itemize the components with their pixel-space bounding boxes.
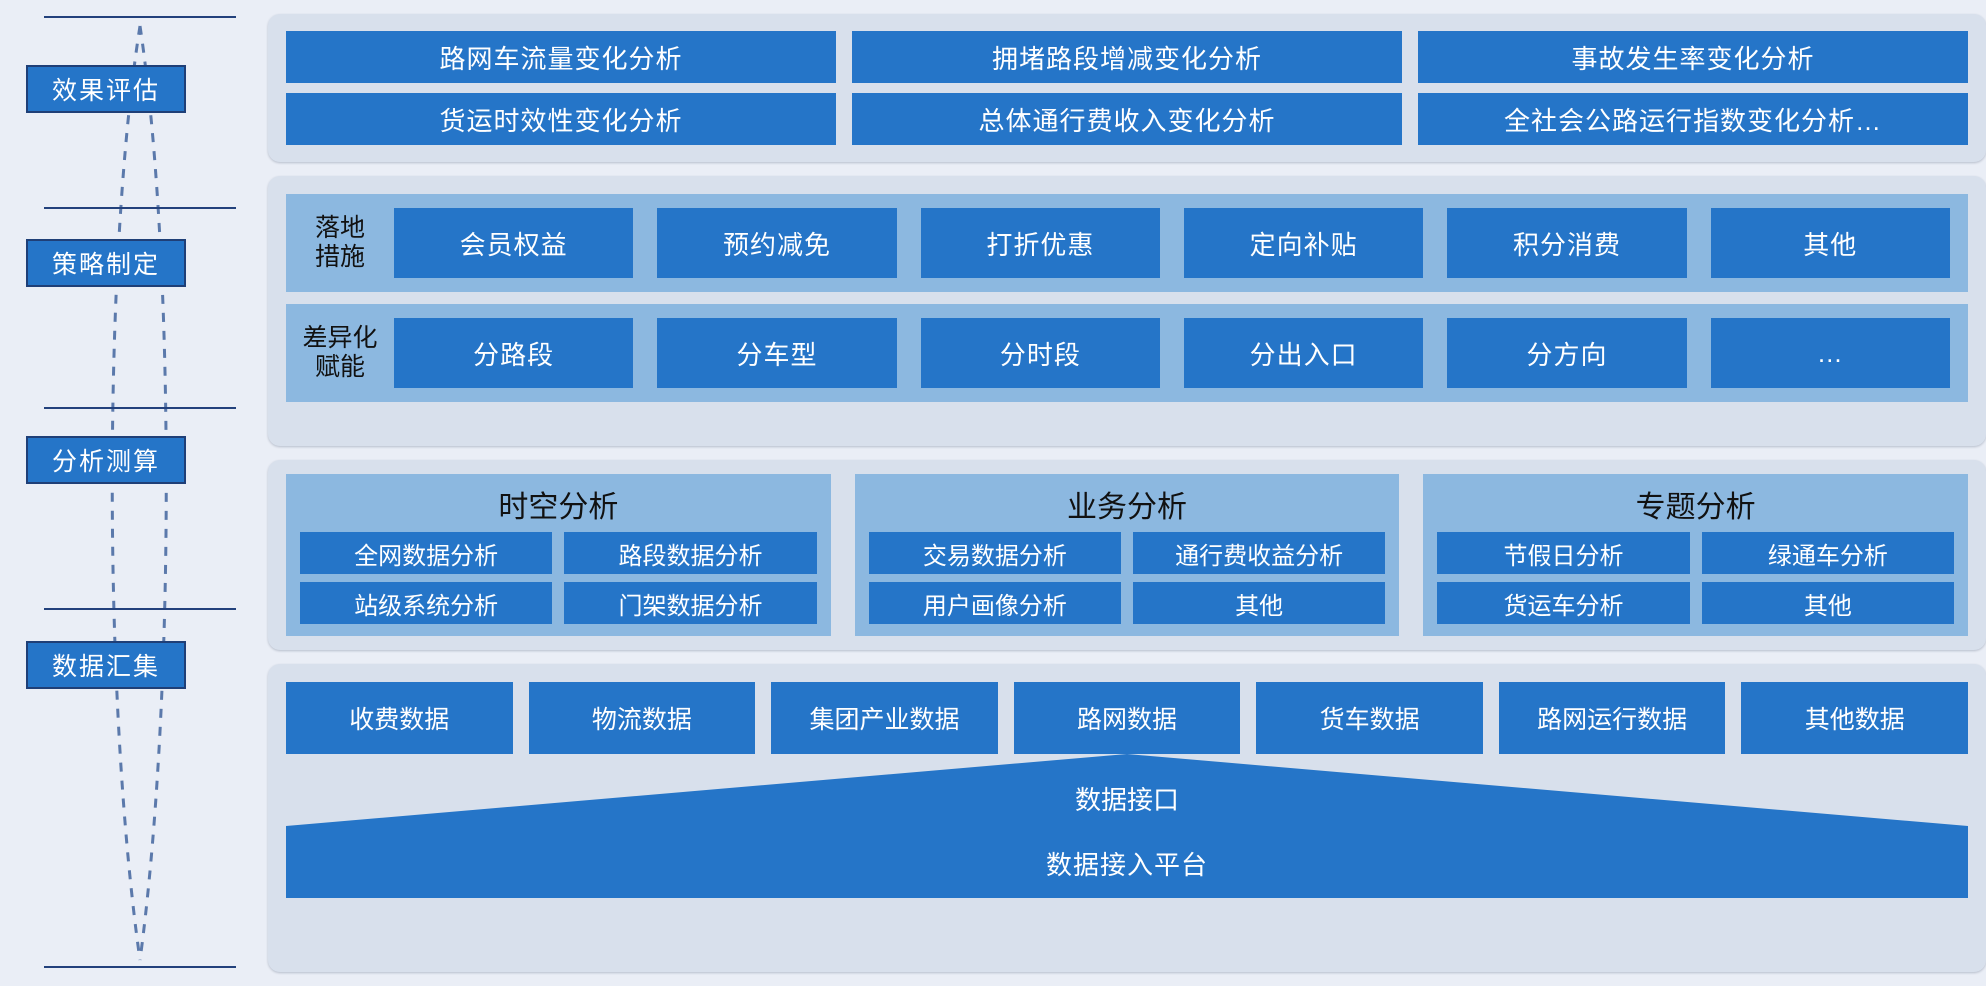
content-column: 路网车流量变化分析 拥堵路段增减变化分析 事故发生率变化分析 货运时效性变化分析… (268, 0, 1986, 986)
strategy-row-label: 差异化 赋能 (302, 324, 378, 381)
data-platform-bar[interactable]: 数据接入平台 (286, 828, 1968, 898)
strategy-item[interactable]: 分方向 (1447, 318, 1687, 388)
eval-item[interactable]: 总体通行费收入变化分析 (852, 93, 1402, 145)
rail-divider-0 (44, 16, 236, 18)
data-interface-label: 数据接口 (1074, 784, 1179, 815)
analysis-item[interactable]: 路段数据分析 (564, 532, 817, 574)
strategy-item[interactable]: 预约减免 (657, 208, 897, 278)
data-source-item[interactable]: 其他数据 (1741, 682, 1969, 754)
eval-item[interactable]: 事故发生率变化分析 (1418, 31, 1968, 83)
rail-divider-2 (44, 407, 236, 409)
strategy-item[interactable]: 其他 (1710, 208, 1950, 278)
stage-rail: 效果评估 策略制定 分析测算 数据汇集 (0, 0, 250, 986)
analysis-item[interactable]: 用户画像分析 (868, 582, 1121, 624)
analysis-group-grid: 交易数据分析 通行费收益分析 用户画像分析 其他 (868, 532, 1386, 624)
analysis-item[interactable]: 通行费收益分析 (1133, 532, 1386, 574)
strategy-items: 分路段 分车型 分时段 分出入口 分方向 … (394, 318, 1968, 388)
stage-shujuhuiji[interactable]: 数据汇集 (26, 641, 186, 689)
data-source-item[interactable]: 货车数据 (1256, 682, 1483, 754)
data-source-item[interactable]: 路网运行数据 (1498, 682, 1726, 754)
rail-divider-3 (44, 608, 236, 610)
analysis-item[interactable]: 节假日分析 (1437, 532, 1690, 574)
analysis-item[interactable]: 交易数据分析 (868, 532, 1121, 574)
analysis-group-thematic: 专题分析 节假日分析 绿通车分析 货运车分析 其他 (1423, 474, 1969, 636)
stage-fenxiceSuan[interactable]: 分析测算 (26, 436, 186, 484)
analysis-item[interactable]: 货运车分析 (1437, 582, 1690, 624)
strategy-row-label: 落地 措施 (314, 214, 365, 271)
data-source-list: 收费数据 物流数据 集团产业数据 路网数据 货车数据 路网运行数据 其他数据 (286, 682, 1969, 754)
strategy-item[interactable]: 分出入口 (1183, 318, 1424, 388)
analysis-item[interactable]: 全网数据分析 (300, 532, 553, 574)
analysis-item[interactable]: 绿通车分析 (1701, 532, 1955, 574)
data-source-item[interactable]: 集团产业数据 (771, 682, 998, 754)
analysis-item[interactable]: 站级系统分析 (300, 582, 553, 624)
panel-data-collection: 收费数据 物流数据 集团产业数据 路网数据 货车数据 路网运行数据 其他数据 数… (268, 664, 1986, 972)
strategy-items: 会员权益 预约减免 打折优惠 定向补贴 积分消费 其他 (394, 208, 1968, 278)
strategy-item[interactable]: 分路段 (394, 318, 634, 388)
analysis-group-spatiotemporal: 时空分析 全网数据分析 路段数据分析 站级系统分析 门架数据分析 (286, 474, 831, 636)
strategy-item[interactable]: 定向补贴 (1183, 208, 1424, 278)
data-interface-band[interactable]: 数据接口 (286, 754, 1968, 828)
analysis-group-grid: 全网数据分析 路段数据分析 站级系统分析 门架数据分析 (300, 532, 817, 624)
analysis-item[interactable]: 其他 (1133, 582, 1386, 624)
funnel-triangle-icon (286, 754, 1968, 828)
eval-item[interactable]: 路网车流量变化分析 (286, 31, 836, 83)
rail-divider-4 (44, 966, 236, 968)
analysis-group-business: 业务分析 交易数据分析 通行费收益分析 用户画像分析 其他 (854, 474, 1400, 636)
strategy-item[interactable]: 会员权益 (394, 208, 634, 278)
panel-strategy: 落地 措施 会员权益 预约减免 打折优惠 定向补贴 积分消费 其他 差异化 赋能… (268, 176, 1986, 446)
data-source-item[interactable]: 物流数据 (528, 682, 756, 754)
feedback-loop-icon (110, 25, 168, 961)
analysis-group-title: 专题分析 (1635, 491, 1756, 524)
analysis-item[interactable]: 门架数据分析 (564, 582, 817, 624)
eval-item[interactable]: 全社会公路运行指数变化分析… (1418, 93, 1968, 145)
evaluation-grid: 路网车流量变化分析 拥堵路段增减变化分析 事故发生率变化分析 货运时效性变化分析… (286, 31, 1968, 145)
analysis-item[interactable]: 其他 (1701, 582, 1955, 624)
eval-item[interactable]: 拥堵路段增减变化分析 (852, 31, 1402, 83)
data-source-item[interactable]: 路网数据 (1013, 682, 1241, 754)
analysis-group-title: 时空分析 (498, 491, 619, 524)
stage-celuezhiding[interactable]: 策略制定 (26, 239, 186, 287)
strategy-row-measures: 落地 措施 会员权益 预约减免 打折优惠 定向补贴 积分消费 其他 (286, 194, 1968, 292)
analysis-group-grid: 节假日分析 绿通车分析 货运车分析 其他 (1437, 532, 1955, 624)
rail-divider-1 (44, 207, 236, 209)
analysis-group-title: 业务分析 (1067, 491, 1187, 524)
stage-xiaoguopinggu[interactable]: 效果评估 (26, 65, 186, 113)
strategy-item[interactable]: … (1710, 318, 1950, 388)
strategy-item[interactable]: 打折优惠 (920, 208, 1160, 278)
strategy-item[interactable]: 分时段 (920, 318, 1160, 388)
strategy-item[interactable]: 分车型 (657, 318, 897, 388)
panel-effect-evaluation: 路网车流量变化分析 拥堵路段增减变化分析 事故发生率变化分析 货运时效性变化分析… (268, 14, 1986, 162)
strategy-item[interactable]: 积分消费 (1447, 208, 1687, 278)
panel-analysis: 时空分析 全网数据分析 路段数据分析 站级系统分析 门架数据分析 业务分析 交易… (268, 460, 1986, 650)
analysis-groups: 时空分析 全网数据分析 路段数据分析 站级系统分析 门架数据分析 业务分析 交易… (286, 474, 1969, 636)
data-source-item[interactable]: 收费数据 (286, 682, 513, 754)
strategy-row-differentiation: 差异化 赋能 分路段 分车型 分时段 分出入口 分方向 … (286, 304, 1968, 402)
eval-item[interactable]: 货运时效性变化分析 (286, 93, 836, 145)
